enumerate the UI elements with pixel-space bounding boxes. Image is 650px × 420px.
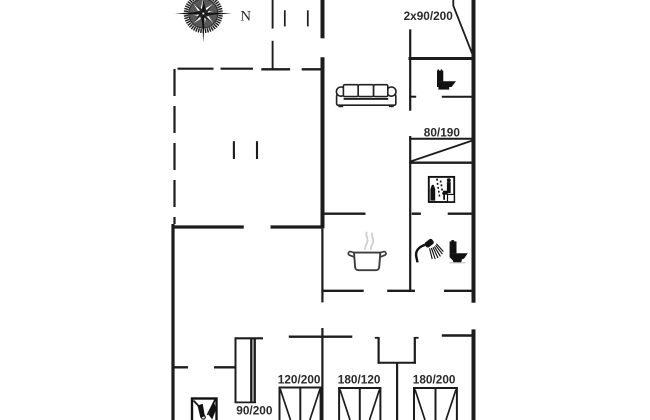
svg-text:2x90/200: 2x90/200 [404, 9, 454, 23]
svg-text:180/200: 180/200 [413, 372, 456, 386]
svg-text:80/190: 80/190 [424, 126, 461, 140]
svg-text:120/200: 120/200 [278, 372, 321, 386]
svg-text:90/200: 90/200 [236, 403, 273, 417]
svg-text:N: N [240, 9, 251, 25]
svg-text:180/120: 180/120 [338, 372, 381, 386]
